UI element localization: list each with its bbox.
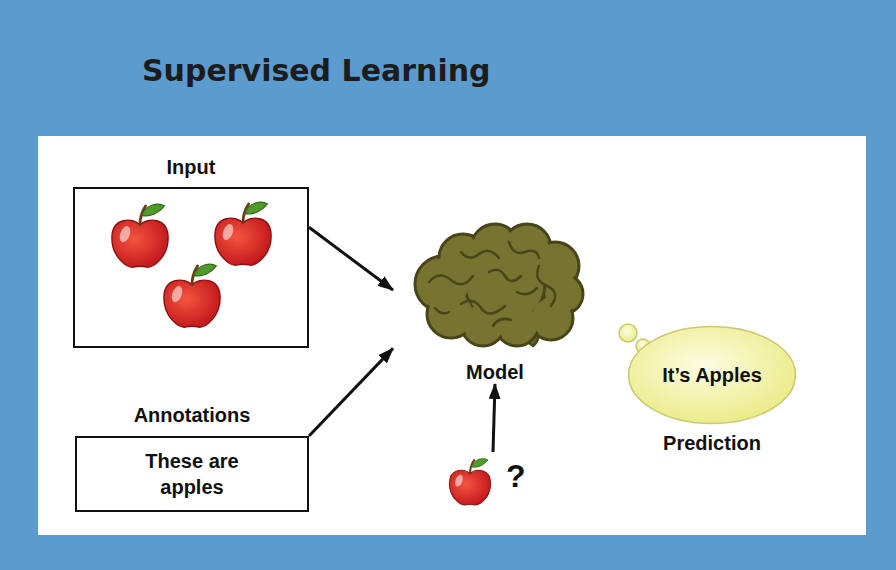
query-sample: ? bbox=[452, 452, 534, 508]
model-brain: Model bbox=[393, 222, 597, 384]
box-heading: Annotations bbox=[75, 403, 309, 427]
prediction-label: Prediction bbox=[626, 431, 798, 455]
model-label: Model bbox=[393, 360, 597, 384]
thought-bubble: It’s Apples bbox=[626, 325, 798, 425]
outlined-box bbox=[73, 187, 309, 348]
input-box: Input bbox=[73, 155, 309, 348]
diagram-title: Supervised Learning bbox=[142, 53, 491, 88]
white-panel bbox=[38, 136, 866, 535]
outlined-box: These are apples bbox=[75, 436, 309, 512]
question-mark: ? bbox=[506, 458, 526, 494]
prediction-text: It’s Apples bbox=[648, 363, 776, 388]
prediction-bubble: It’s ApplesPrediction bbox=[626, 325, 798, 455]
box-heading: Input bbox=[73, 155, 309, 179]
box-text: These are apples bbox=[132, 448, 252, 500]
annotation-box: AnnotationsThese are apples bbox=[75, 403, 309, 512]
flow-arrow bbox=[309, 348, 393, 436]
flow-arrow bbox=[309, 227, 393, 290]
thought-dot bbox=[619, 324, 637, 342]
apple-illustration bbox=[215, 202, 271, 265]
apple-illustration bbox=[164, 264, 220, 327]
query-apple bbox=[449, 459, 490, 505]
brain-shape bbox=[405, 222, 585, 348]
apple-illustration bbox=[112, 204, 168, 267]
flow-arrow bbox=[493, 384, 495, 452]
